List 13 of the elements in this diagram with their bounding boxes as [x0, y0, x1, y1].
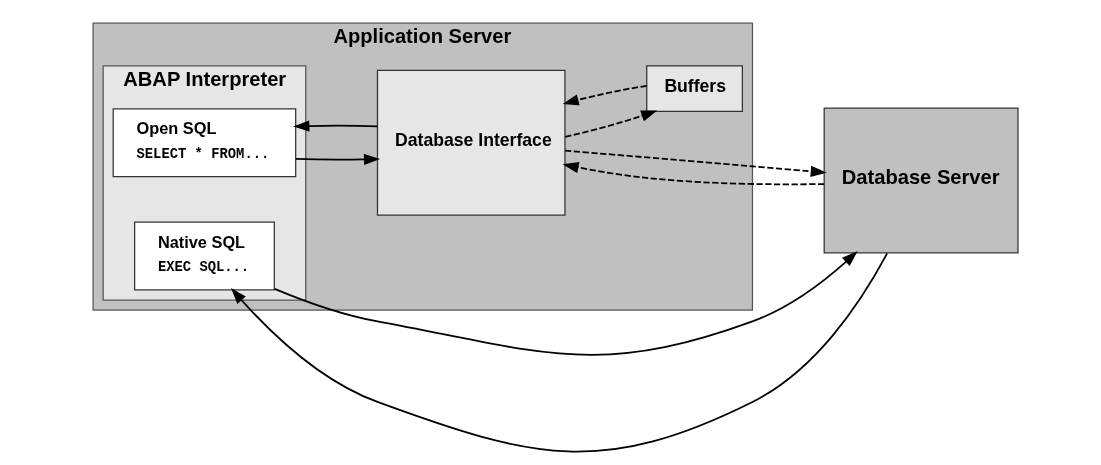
arrow [230, 252, 888, 453]
arrow [564, 110, 658, 138]
arrow [564, 149, 827, 177]
node-box: Native SQL EXEC SQL... [134, 221, 275, 291]
node-box: Database Interface [376, 69, 566, 216]
arrow [295, 153, 381, 166]
arrow [562, 161, 826, 186]
arrow [293, 120, 379, 132]
node-box: Database Server [823, 107, 1019, 254]
node-box: Open SQL SELECT * FROM... [112, 108, 297, 178]
node-box: Buffers [646, 65, 743, 112]
arrow [273, 251, 858, 356]
arrow [562, 85, 648, 106]
